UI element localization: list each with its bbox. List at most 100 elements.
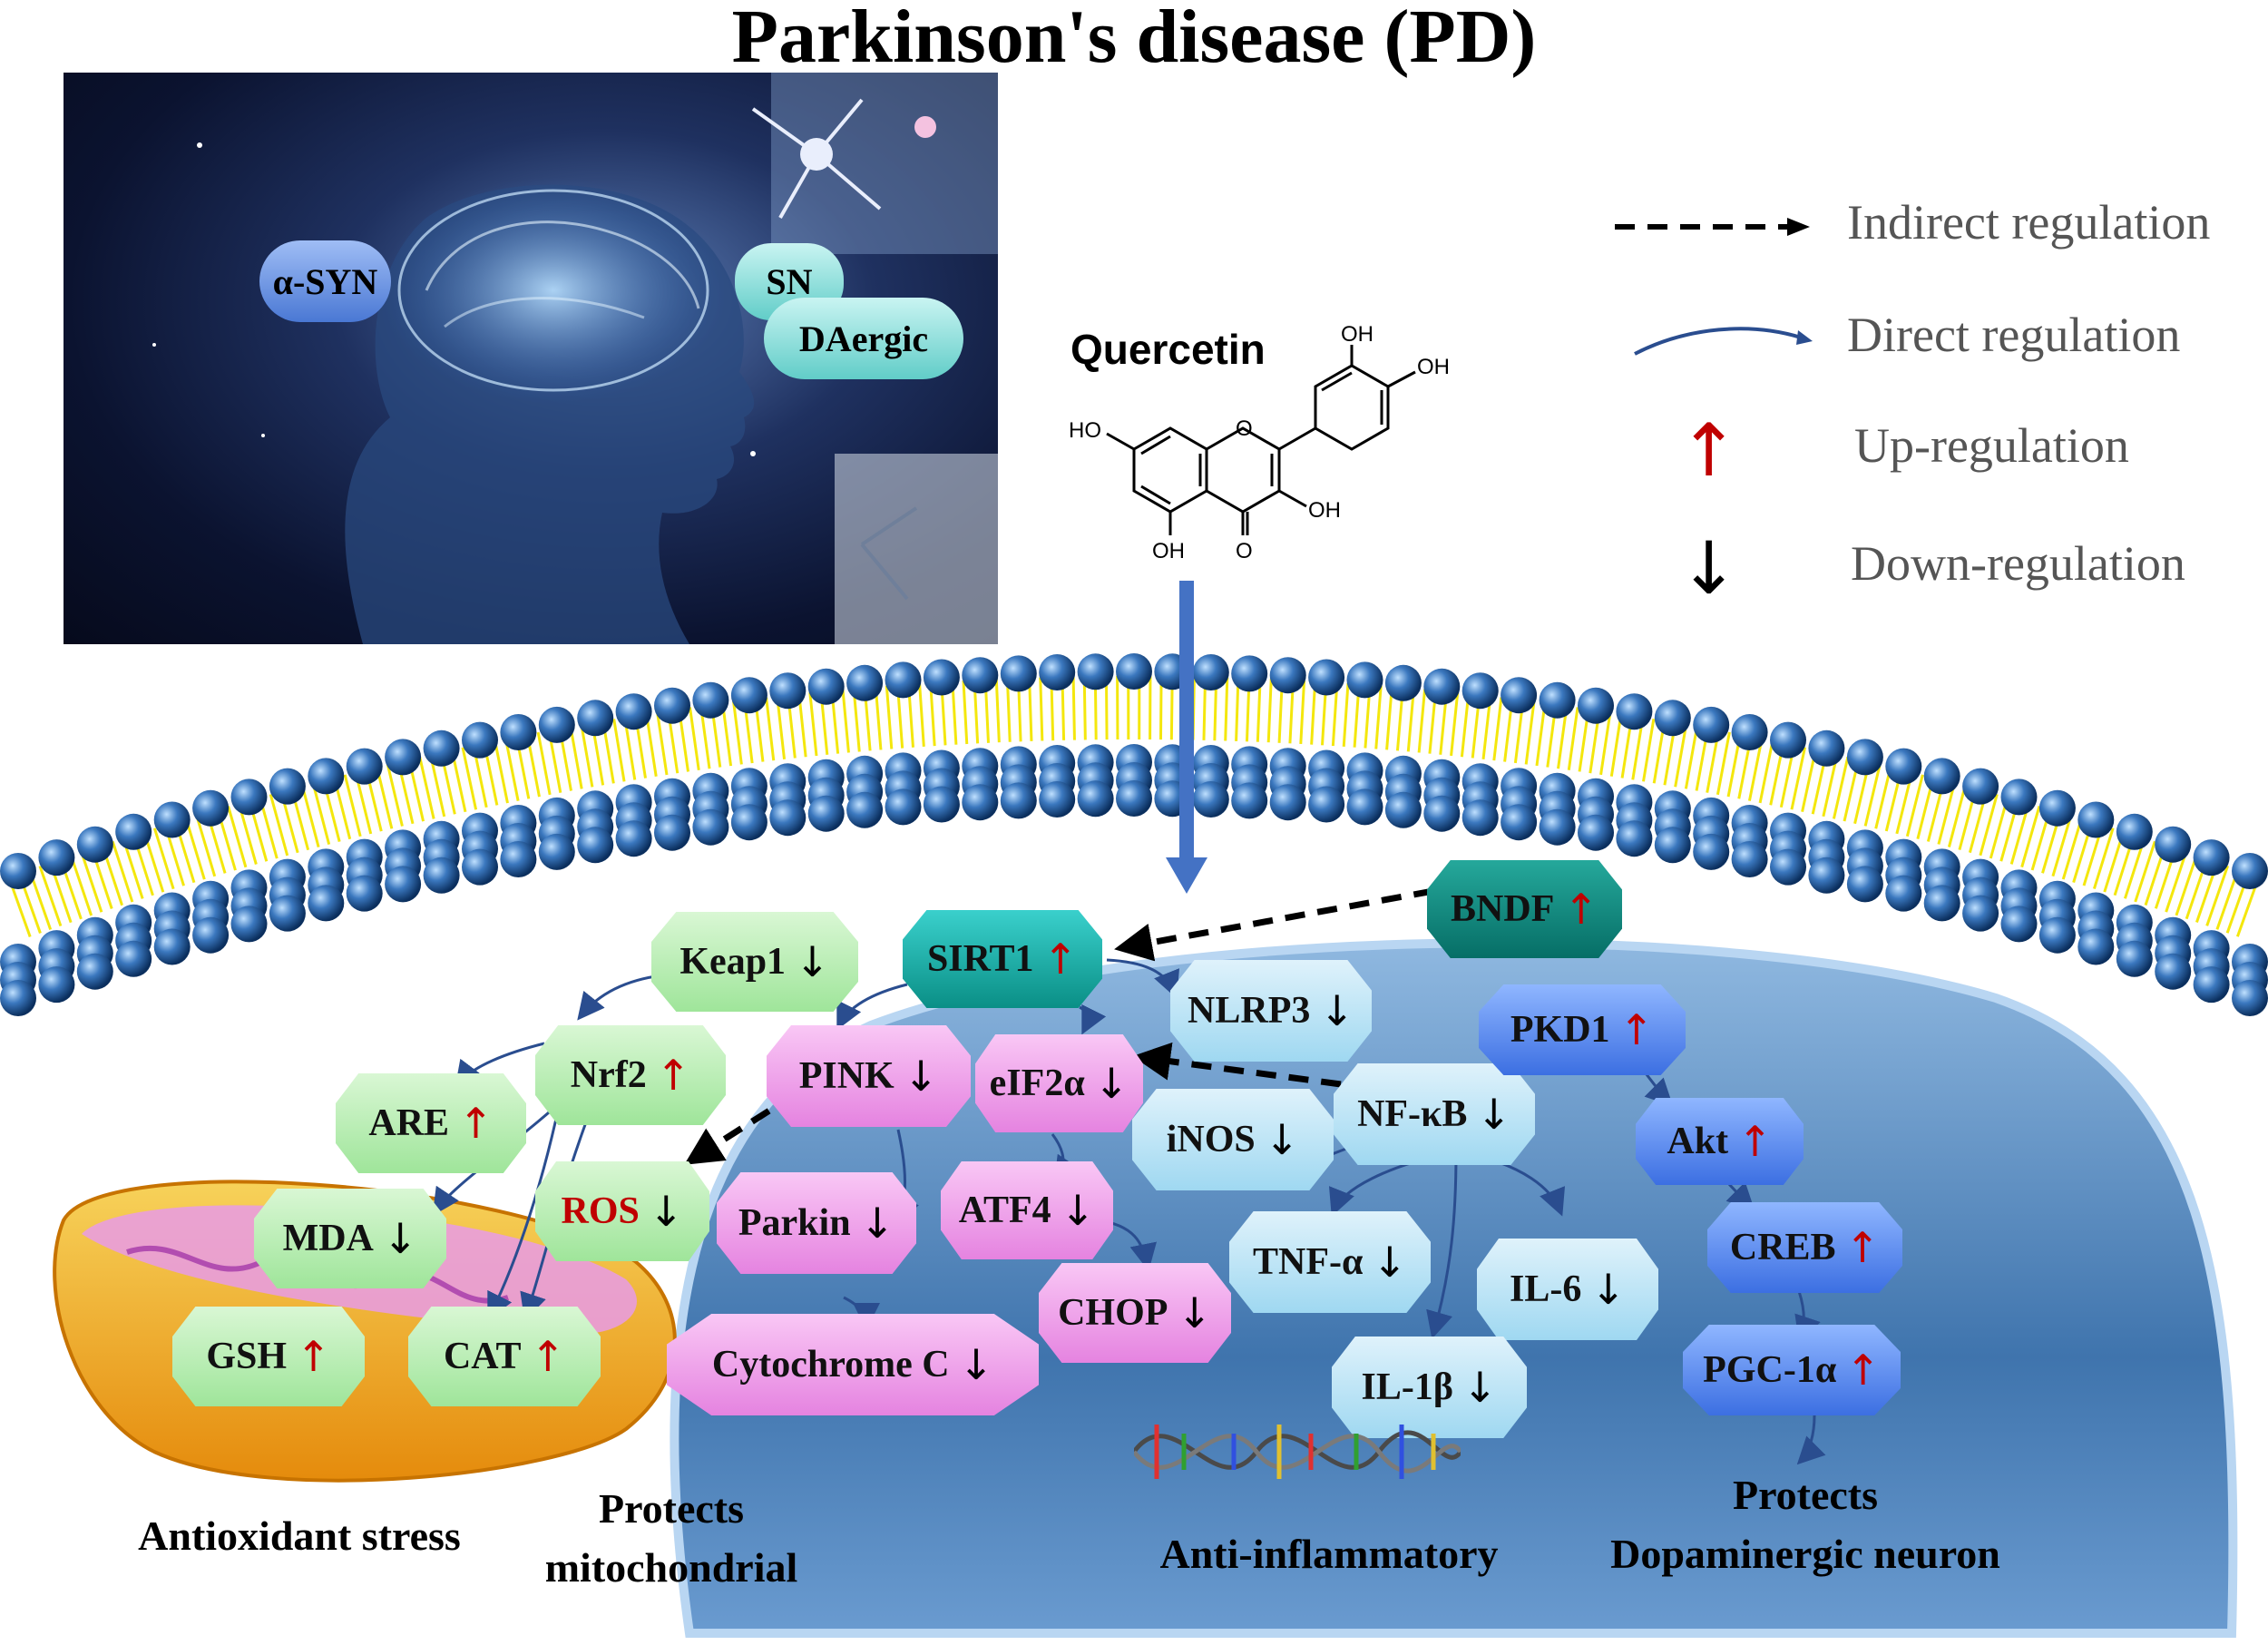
phospholipid-head (1039, 781, 1076, 818)
phospholipid-head (192, 789, 230, 827)
pgc1a-arrow: ↑ (1845, 1346, 1881, 1395)
phospholipid-head (769, 672, 807, 710)
creb-arrow: ↑ (1844, 1223, 1881, 1272)
il1b-label: IL-1β (1361, 1366, 1453, 1408)
phospholipid-head (1192, 781, 1229, 818)
phospholipid-head (962, 657, 999, 694)
phospholipid-head (2116, 813, 2153, 850)
caption-anti-inflammatory: Anti-inflammatory (1159, 1531, 1499, 1577)
quercetin-entry-arrowhead (1166, 857, 1207, 894)
phospholipid-head (153, 928, 191, 965)
phospholipid-head (885, 788, 922, 826)
node-bndf: BNDF↑ (1427, 860, 1622, 958)
phospholipid-head (1616, 693, 1653, 730)
node-inos: iNOS↓ (1132, 1089, 1334, 1190)
phospholipid-head (923, 659, 960, 696)
phospholipid-head (1616, 820, 1653, 857)
phospholipid-head (1808, 857, 1845, 894)
phospholipid-head (1423, 668, 1461, 705)
bndf-arrow: ↑ (1563, 885, 1598, 934)
phospholipid-head (1770, 848, 1806, 886)
phospholipid-head (1693, 706, 1730, 743)
phospholipid-head (500, 714, 537, 750)
phospholipid-head (1962, 768, 1999, 805)
phospholipid-head (692, 808, 729, 846)
legend-dashed-arrow (1615, 218, 1810, 236)
are-label: ARE (368, 1102, 450, 1144)
inos-arrow: ↓ (1264, 1115, 1300, 1164)
node-nfkb: NF-κB↓ (1334, 1063, 1535, 1165)
phospholipid-head (0, 980, 36, 1016)
quercetin-structure: O O OH OH HO OH OH (1069, 322, 1450, 563)
carbonyl-oxygen-label: O (1236, 539, 1253, 563)
keap1-label: Keap1 (679, 941, 787, 983)
indirect-arrows (684, 887, 1434, 1165)
phospholipid-head (1501, 804, 1538, 841)
bndf-label: BNDF (1451, 888, 1555, 930)
node-nlrp3: NLRP3↓ (1170, 960, 1372, 1062)
caption-mito-line2: mitochondrial (544, 1544, 798, 1591)
phospholipid-head (346, 875, 383, 912)
phospholipid-head (2077, 928, 2115, 965)
node-nrf2: Nrf2↑ (535, 1025, 726, 1125)
caption-antioxidant: Antioxidant stress (138, 1513, 461, 1559)
oh-label-top: OH (1341, 322, 1374, 347)
gsh-label: GSH (206, 1336, 288, 1377)
mda-arrow: ↓ (382, 1214, 418, 1263)
phospholipid-head (692, 681, 729, 719)
legend-down: Down-regulation (1851, 536, 2185, 591)
are-arrow: ↑ (458, 1099, 494, 1148)
phospholipid-head (308, 758, 345, 795)
daergic-bubble: DAergic (764, 298, 963, 379)
cytochrome-c-arrow: ↓ (958, 1340, 994, 1389)
il6-label: IL-6 (1510, 1268, 1582, 1310)
chop-arrow: ↓ (1177, 1288, 1212, 1337)
phospholipid-head (38, 966, 75, 1004)
phospholipid-head (807, 795, 845, 832)
phospholipid-head (1501, 677, 1538, 714)
legend-curved-arrow (1634, 327, 1813, 356)
phospholipid-head (0, 853, 36, 889)
phospholipid-head (962, 784, 999, 821)
pkd1-label: PKD1 (1510, 1009, 1610, 1051)
phospholipid-head (1731, 841, 1768, 877)
phospholipid-head (346, 748, 383, 785)
phospholipid-head (2232, 980, 2268, 1016)
phospholipid-head (2155, 826, 2192, 863)
phospholipid-head (2232, 853, 2268, 889)
phospholipid-head (1578, 814, 1614, 851)
atf4-arrow: ↓ (1060, 1186, 1096, 1235)
phospholipid-head (1885, 748, 1922, 785)
phospholipid-head (462, 848, 498, 886)
phospholipid-head (230, 906, 268, 943)
phospholipid-head (1308, 786, 1345, 823)
ros-label: ROS (561, 1190, 640, 1232)
phospholipid-head (1461, 799, 1499, 837)
phospholipid-head (269, 895, 306, 932)
phospholipid-head (385, 866, 422, 903)
sn-label: SN (766, 261, 813, 302)
phospholipid-head (1923, 885, 1960, 922)
oh-label-c3: OH (1308, 498, 1341, 523)
diagram-title: Parkinson's disease (PD) (731, 0, 1537, 79)
gsh-arrow: ↑ (296, 1332, 331, 1381)
phospholipid-head (654, 814, 690, 851)
node-chop: CHOP↓ (1039, 1263, 1231, 1363)
keap1-arrow: ↓ (795, 937, 830, 986)
phospholipid-head (1231, 782, 1268, 819)
phospholipid-head (1654, 700, 1691, 737)
phospholipid-head (1578, 687, 1614, 724)
node-il1b: IL-1β↓ (1332, 1337, 1527, 1438)
phospholipid-head (2193, 966, 2230, 1004)
phospholipid-head (423, 729, 460, 767)
phospholipid-head (1039, 654, 1076, 690)
phospholipid-head (1539, 808, 1576, 846)
node-pgc1a: PGC-1α↑ (1683, 1325, 1901, 1415)
phospholipid-head (269, 768, 306, 805)
phospholipid-head (1000, 782, 1037, 819)
phospholipid-head (538, 706, 575, 743)
node-cat: CAT↑ (408, 1307, 601, 1406)
phospholipid-head (730, 677, 767, 714)
